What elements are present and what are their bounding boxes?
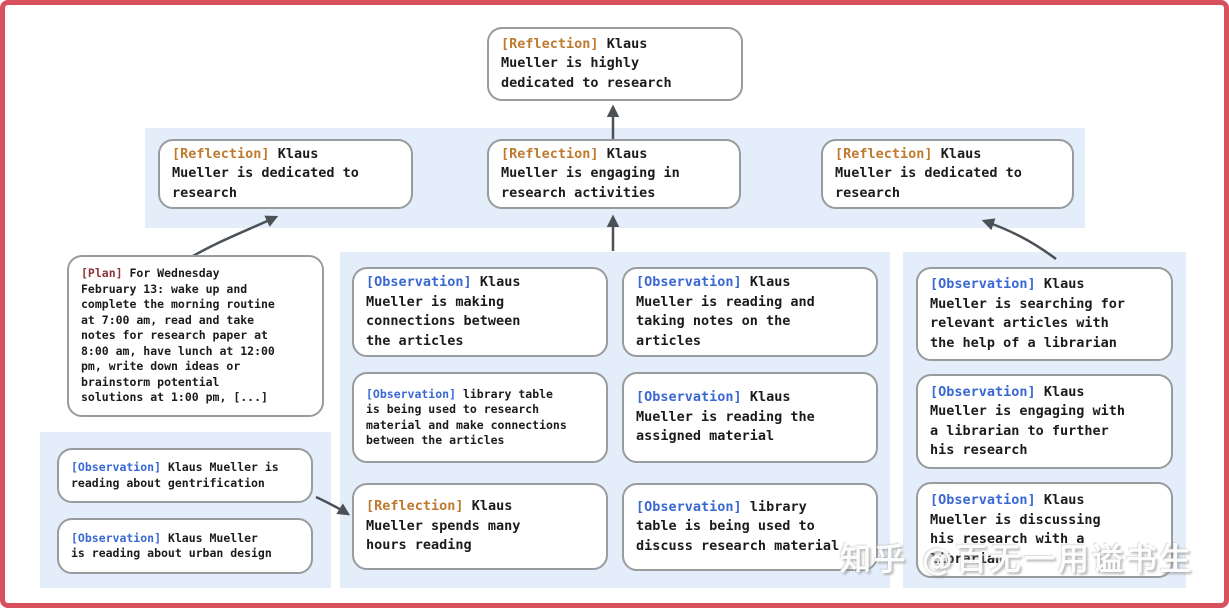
- node-text: Klaus Mueller is reading about urban des…: [71, 530, 272, 561]
- node-reflection-row2-mid: [Reflection] Klaus Mueller is engaging i…: [487, 139, 741, 209]
- node-text: Klaus Mueller is engaging in research ac…: [501, 145, 680, 201]
- node-text: Klaus Mueller is engaging with a librari…: [930, 383, 1126, 459]
- node-observation-gentrification: [Observation] Klaus Mueller is reading a…: [57, 448, 313, 503]
- zhihu-watermark: 知乎 @百无一用谥书生: [840, 542, 1194, 578]
- node-reflection-row2-left: [Reflection] Klaus Mueller is dedicated …: [158, 139, 413, 209]
- node-text: Klaus Mueller is searching for relevant …: [930, 276, 1126, 351]
- node-reflection-root: [Reflection] Klaus Mueller is highly ded…: [487, 27, 743, 101]
- observation-tag: [Observation]: [930, 383, 1036, 400]
- node-reflection-row2-right: [Reflection] Klaus Mueller is dedicated …: [821, 139, 1074, 209]
- observation-tag: [Observation]: [366, 274, 472, 290]
- node-text: Klaus Mueller spends many hours reading: [366, 498, 521, 554]
- node-reflection-spends-hours-reading: [Reflection] Klaus Mueller spends many h…: [352, 483, 608, 570]
- node-observation-reading-assigned: [Observation] Klaus Mueller is reading t…: [622, 372, 878, 463]
- node-text: Klaus Mueller is dedicated to research: [835, 145, 1022, 201]
- node-observation-library-table-research: [Observation] library table is being use…: [352, 372, 608, 463]
- node-observation-searching-articles: [Observation] Klaus Mueller is searching…: [916, 267, 1173, 361]
- reflection-tag: [Reflection]: [172, 145, 270, 162]
- node-text: For Wednesday February 13: wake up and c…: [81, 266, 275, 405]
- node-text: Klaus Mueller is reading about gentrific…: [71, 460, 279, 490]
- node-text: Klaus Mueller is making connections betw…: [366, 274, 521, 349]
- node-text: library table is being used to research …: [366, 386, 567, 448]
- node-observation-engaging-librarian: [Observation] Klaus Mueller is engaging …: [916, 374, 1173, 469]
- node-observation-urban-design: [Observation] Klaus Mueller is reading a…: [57, 518, 313, 574]
- node-observation-taking-notes: [Observation] Klaus Mueller is reading a…: [622, 267, 878, 357]
- reflection-tag: [Reflection]: [501, 145, 599, 162]
- node-text: Klaus Mueller is dedicated to research: [172, 145, 359, 201]
- observation-tag: [Observation]: [71, 530, 162, 545]
- observation-tag: [Observation]: [930, 492, 1036, 508]
- reflection-tag: [Reflection]: [835, 145, 933, 162]
- node-text: Klaus Mueller is discussing his research…: [930, 492, 1101, 567]
- reflection-tag: [Reflection]: [501, 35, 599, 52]
- node-text: Klaus Mueller is highly dedicated to res…: [501, 35, 672, 91]
- node-observation-discussing-librarian: [Observation] Klaus Mueller is discussin…: [916, 482, 1173, 578]
- node-text: library table is being used to discuss r…: [636, 498, 840, 554]
- observation-tag: [Observation]: [636, 274, 742, 290]
- plan-tag: [Plan]: [81, 266, 123, 281]
- observation-tag: [Observation]: [930, 276, 1036, 292]
- node-observation-library-table-discuss: [Observation] library table is being use…: [622, 483, 878, 571]
- observation-tag: [Observation]: [636, 389, 742, 406]
- observation-tag: [Observation]: [366, 386, 457, 401]
- observation-tag: [Observation]: [636, 498, 742, 515]
- node-observation-making-connections: [Observation] Klaus Mueller is making co…: [352, 267, 608, 357]
- node-plan: [Plan] For Wednesday February 13: wake u…: [67, 255, 324, 417]
- node-text: Klaus Mueller is reading and taking note…: [636, 274, 815, 349]
- node-text: Klaus Mueller is reading the assigned ma…: [636, 389, 815, 445]
- observation-tag: [Observation]: [71, 460, 162, 474]
- reflection-tag: [Reflection]: [366, 498, 464, 515]
